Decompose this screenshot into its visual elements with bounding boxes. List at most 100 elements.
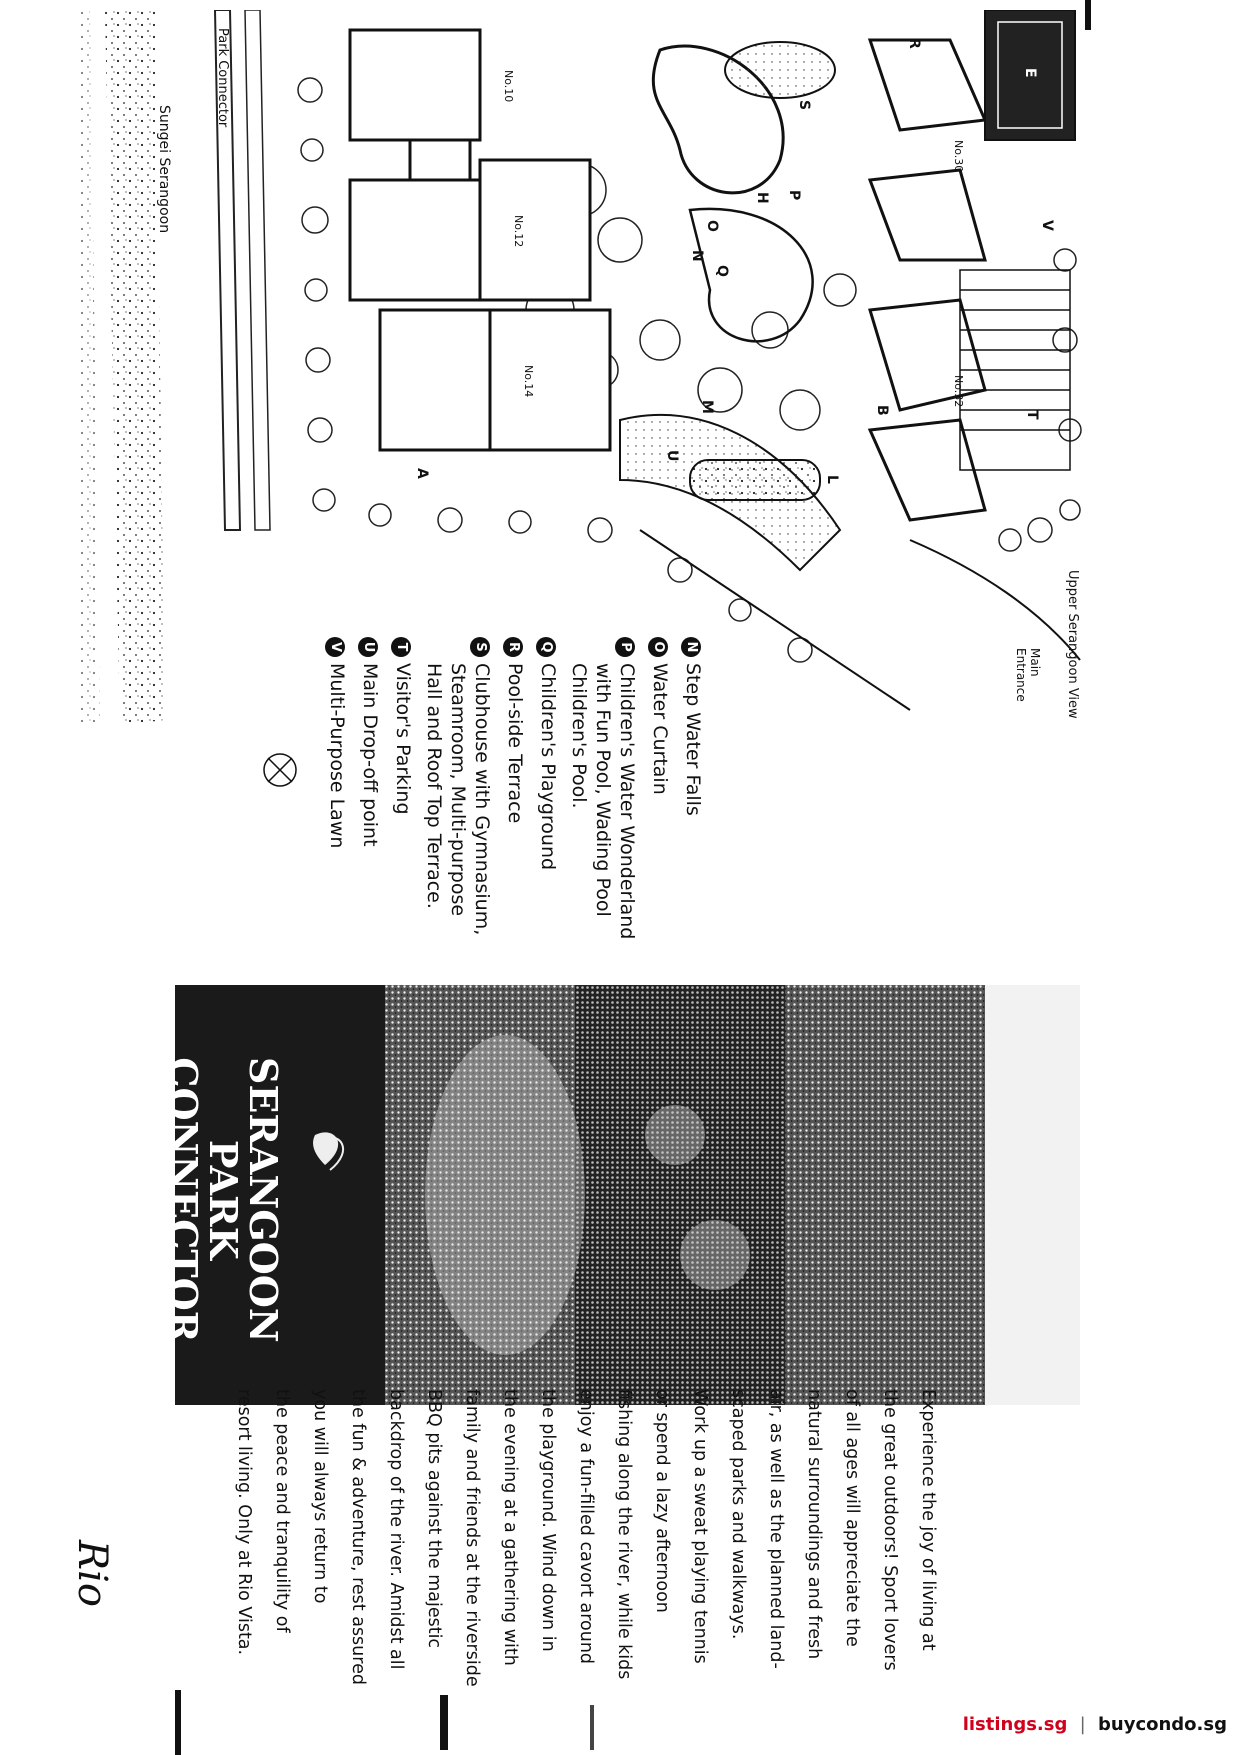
body-line: or spend a lazy afternoon [652,1389,672,1613]
legend-code-p: P [615,637,635,657]
legend-code-s: S [470,637,490,657]
north-arrow-icon [263,753,297,787]
fishing-photo [785,985,985,1405]
main-entrance-label: Main Entrance [1014,648,1042,702]
legend-text: Pool-side Terrace [504,663,526,824]
scan-mark [590,1705,594,1750]
legend-item-p: P Children's Water Wonderland with Fun P… [567,637,639,939]
legend-code-u: U [358,637,378,657]
body-line: the great outdoors! Sport lovers [880,1389,900,1671]
block-label-10: No.10 [502,70,515,103]
map-code-t: T [1024,410,1040,420]
legend-text: Children's Water Wonderland [616,663,638,940]
photo-collage-drawing [175,985,1080,1405]
photo-collage: SERANGOON PARK CONNECTOR [161,985,1080,1405]
legend-text: Main Drop-off point [359,663,381,847]
map-code-q: Q [714,265,730,277]
sungei-serangoon-label: Sungei Serangoon [156,105,172,234]
site-boundary [639,529,911,711]
footer-separator: | [1079,1714,1086,1735]
listings-sg-link[interactable]: listings.sg [962,1714,1068,1735]
park-connector-label: Park Connector [215,28,230,128]
cycling-photo [575,985,785,1405]
body-line: natural surroundings and fresh [804,1389,824,1660]
heading-line: PARK [201,1139,246,1260]
legend-item-s: S Clubhouse with Gymnasium, Steamroom, M… [422,637,494,935]
map-code-l: L [824,475,840,484]
legend-code-o: O [648,637,668,657]
park-connector-path [213,9,242,531]
legend-item-n: N Step Water Falls [681,637,705,816]
body-line: Experience the joy of living at [918,1389,938,1651]
legend-text: Steamroom, Multi-purpose [447,663,469,917]
block-label-30: No.30 [952,140,965,173]
main-entrance-line1: Main [1028,648,1042,677]
body-line: enjoy a fun-filled cavort around [576,1389,596,1665]
map-code-v: V [1039,220,1055,231]
body-line: the fun & adventure, rest assured [348,1389,368,1685]
legend-code-r: R [503,637,523,657]
buycondo-sg-link[interactable]: buycondo.sg [1098,1714,1227,1735]
logo-text: Rio [69,1540,115,1607]
legend-code-n: N [681,637,701,657]
childrens-pool [688,207,814,343]
river-bank [105,10,165,725]
body-line: fishing along the river, while kids [614,1389,634,1680]
body-line: family and friends at the riverside [462,1389,482,1687]
body-line: resort living. Only at Rio Vista. [234,1389,254,1656]
legend-text: Children's Pool. [568,663,590,809]
scan-mark [440,1695,448,1750]
legend-code-q: Q [536,637,556,657]
legend-text: with Fun Pool, Wading Pool [592,663,614,917]
upper-serangoon-view-road [909,539,1081,661]
site-plan-legend: N Step Water Falls O Water Curtain P Child… [325,637,705,939]
serangoon-park-connector-heading: SERANGOON PARK CONNECTOR [161,1057,286,1343]
body-line: the evening at a gathering with [500,1389,520,1666]
legend-item-o: O Water Curtain [648,637,672,795]
block-label-12: No.12 [512,215,525,248]
body-line: backdrop of the river. Amidst all [386,1389,406,1670]
riverside-photo [385,985,575,1405]
block-group-upper [867,38,988,522]
map-code-b: B [874,405,890,416]
legend-text: Multi-Purpose Lawn [326,663,348,849]
legend-item-u: U Main Drop-off point [358,637,382,847]
body-line: air, as well as the planned land- [766,1389,786,1669]
legend-code-v: V [325,637,345,657]
map-code-e: E [1022,68,1038,78]
legend-text: Step Water Falls [682,663,704,816]
scan-mark [1085,0,1091,30]
body-line: the peace and tranquility of [272,1389,292,1633]
block-label-32: No.32 [952,375,965,408]
heading-line: CONNECTOR [161,1057,206,1343]
main-entrance-line2: Entrance [1014,648,1028,702]
tennis-court [984,9,1076,141]
map-code-s: S [796,100,812,111]
drop-off-island [689,459,821,501]
map-code-r: R [906,38,922,49]
map-code-a: A [414,468,430,479]
footer-links: listings.sg | buycondo.sg [963,1714,1227,1735]
body-line: BBQ pits against the majestic [424,1389,444,1649]
visitor-parking [959,269,1071,471]
map-code-h: H [754,192,770,204]
map-code-u: U [664,450,680,462]
legend-text: Clubhouse with Gymnasium, [471,663,493,936]
signboard-photo [175,985,385,1405]
legend-item-v: V Multi-Purpose Lawn [325,637,349,848]
legend-text: Hall and Roof Top Terrace. [423,663,445,909]
block-group-riverside [348,28,612,452]
legend-code-t: T [391,637,411,657]
legend-text: Water Curtain [649,663,671,795]
legend-text: Visitor's Parking [392,663,414,815]
legend-item-r: R Pool-side Terrace [503,637,527,823]
block-label-14: No.14 [522,365,535,398]
body-paragraph: Experience the joy of living at the grea… [225,1389,947,1719]
map-code-n: N [689,250,705,262]
legend-item-t: T Visitor's Parking [391,637,415,815]
body-line: Work up a sweat playing tennis [690,1389,710,1664]
rio-vista-logo: Rio [69,1540,115,1607]
landscape-photo [985,985,1080,1405]
heading-line: SERANGOON [241,1057,286,1343]
